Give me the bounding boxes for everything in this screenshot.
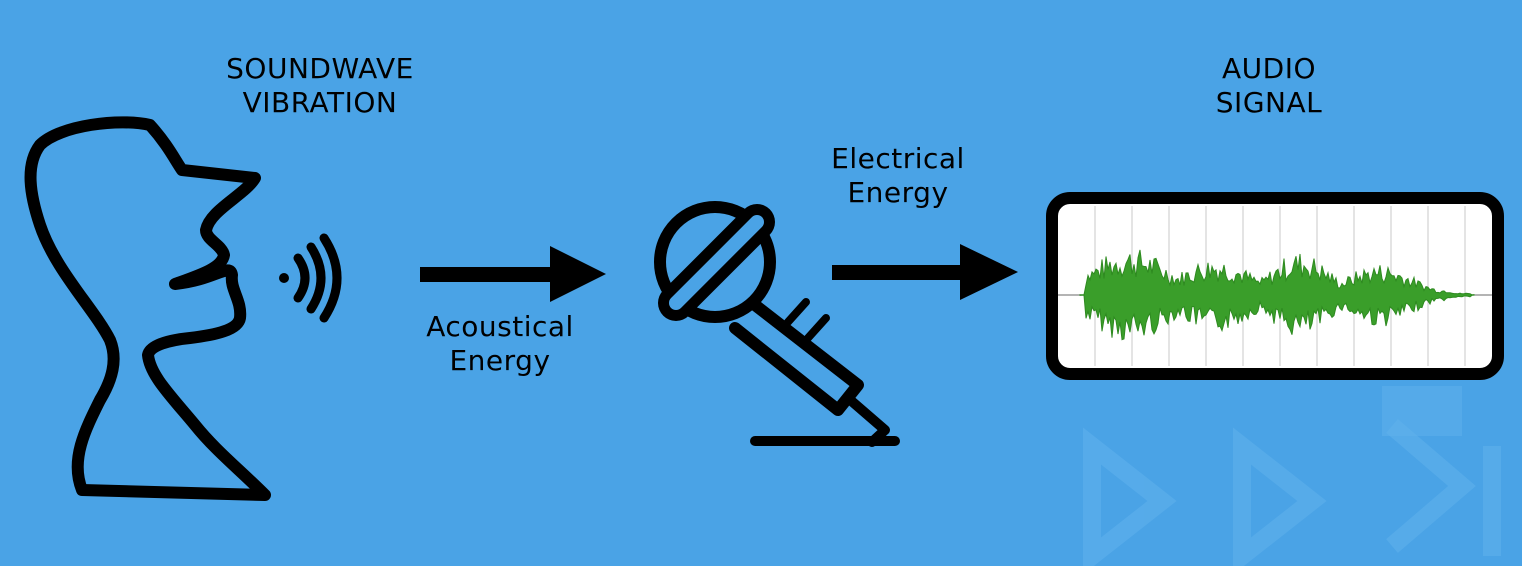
audio-monitor-icon: [1046, 192, 1504, 380]
waveform-graphic: [1079, 249, 1475, 341]
label-line: AUDIO: [1221, 52, 1316, 85]
label-line: VIBRATION: [242, 85, 398, 119]
label-line: Energy: [449, 343, 551, 377]
watermark-graphic: [1083, 386, 1501, 566]
arrow-right-icon: [420, 246, 606, 302]
label-line: Acoustical: [426, 310, 574, 343]
head-speaking-icon: [24, 116, 271, 501]
acoustical-energy-label: Acoustical Energy: [390, 310, 610, 377]
arrow-right-icon: [832, 244, 1018, 300]
label-line: SIGNAL: [1215, 85, 1323, 119]
soundwave-vibration-label: SOUNDWAVE VIBRATION: [190, 52, 450, 119]
sound-waves-icon: [279, 233, 342, 323]
audio-signal-label: AUDIO SIGNAL: [1139, 52, 1399, 119]
microphone-icon: [654, 201, 900, 447]
label-line: Energy: [847, 175, 949, 209]
electrical-energy-label: Electrical Energy: [788, 142, 1008, 209]
label-line: SOUNDWAVE: [226, 52, 414, 85]
label-line: Electrical: [831, 142, 965, 175]
